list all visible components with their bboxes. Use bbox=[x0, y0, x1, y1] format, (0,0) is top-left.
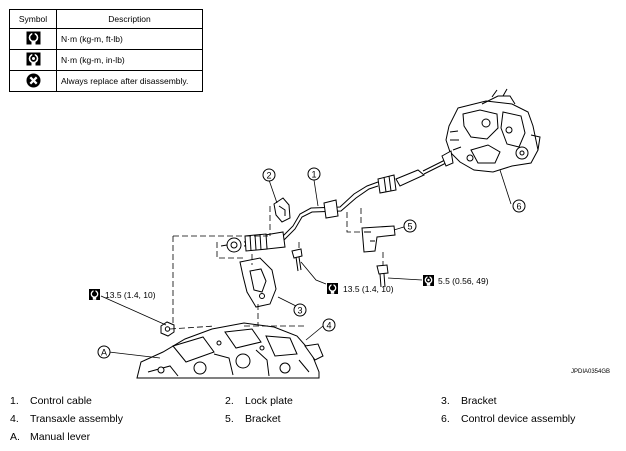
part-number: 4. bbox=[10, 413, 19, 425]
part-number: 2. bbox=[225, 395, 234, 407]
torque-wrench-icon bbox=[326, 282, 339, 295]
part-name: Bracket bbox=[461, 395, 497, 407]
part-number: A. bbox=[10, 431, 20, 443]
exploded-view-diagram: 1 2 3 4 5 6 A 13.5 (1.4, 10) 13.5 (1.4, … bbox=[88, 88, 541, 379]
torque-spec: 13.5 (1.4, 10) bbox=[88, 288, 156, 301]
callout-2: 2 bbox=[262, 168, 276, 182]
callout-label: 6 bbox=[516, 202, 521, 212]
legend-row: Always replace after disassembly. bbox=[9, 70, 203, 92]
always-replace-icon bbox=[26, 73, 40, 87]
parts-list-item: A. Manual lever bbox=[10, 431, 90, 443]
callout-label: 2 bbox=[266, 171, 271, 181]
parts-list-item: 3. Bracket bbox=[441, 395, 497, 407]
callout-5: 5 bbox=[403, 219, 417, 233]
part-name: Manual lever bbox=[30, 431, 91, 443]
bracket-5 bbox=[361, 225, 396, 253]
control-cable bbox=[220, 150, 454, 253]
callout-label: 4 bbox=[326, 321, 331, 331]
torque-value: 13.5 (1.4, 10) bbox=[105, 290, 156, 300]
part-number: 1. bbox=[10, 395, 19, 407]
part-name: Bracket bbox=[245, 413, 281, 425]
torque-wrench-icon bbox=[88, 288, 101, 301]
torque-wrench-inlb-icon bbox=[26, 52, 40, 66]
transaxle-assembly bbox=[136, 322, 324, 379]
bolt bbox=[376, 264, 389, 288]
symbol-legend-table: Symbol Description N·m (kg-m, ft-lb) N·m… bbox=[9, 9, 203, 92]
torque-wrench-inlb-icon bbox=[422, 274, 435, 287]
legend-header-row: Symbol Description bbox=[9, 9, 203, 29]
parts-list-item: 5. Bracket bbox=[225, 413, 281, 425]
parts-list-item: 2. Lock plate bbox=[225, 395, 293, 407]
alignment-lines bbox=[169, 206, 384, 330]
parts-list-item: 6. Control device assembly bbox=[441, 413, 575, 425]
leader-lines bbox=[100, 169, 512, 359]
torque-spec: 13.5 (1.4, 10) bbox=[326, 282, 394, 295]
callout-1: 1 bbox=[307, 167, 321, 181]
parts-list-item: 1. Control cable bbox=[10, 395, 92, 407]
legend-symbol-cell bbox=[9, 28, 57, 50]
callout-3: 3 bbox=[293, 303, 307, 317]
part-number: 6. bbox=[441, 413, 450, 425]
callout-label: 1 bbox=[311, 170, 316, 180]
callout-6: 6 bbox=[512, 199, 526, 213]
bracket-3 bbox=[239, 257, 277, 308]
part-name: Control cable bbox=[30, 395, 92, 407]
legend-row: N·m (kg-m, ft-lb) bbox=[9, 28, 203, 50]
callout-a: A bbox=[97, 345, 111, 359]
part-number: 5. bbox=[225, 413, 234, 425]
nut bbox=[160, 321, 175, 337]
part-name: Lock plate bbox=[245, 395, 293, 407]
torque-value: 5.5 (0.56, 49) bbox=[438, 276, 489, 286]
callout-label: 3 bbox=[297, 306, 302, 316]
callout-4: 4 bbox=[322, 318, 336, 332]
part-name: Control device assembly bbox=[461, 413, 576, 425]
callout-label: 5 bbox=[407, 222, 412, 232]
callout-label: A bbox=[101, 348, 107, 358]
bolt bbox=[291, 248, 303, 272]
torque-spec: 5.5 (0.56, 49) bbox=[422, 274, 489, 287]
lock-plate bbox=[273, 197, 291, 223]
part-name: Transaxle assembly bbox=[30, 413, 123, 425]
parts-list-item: 4. Transaxle assembly bbox=[10, 413, 123, 425]
control-device-assembly bbox=[445, 88, 541, 173]
part-number: 3. bbox=[441, 395, 450, 407]
legend-description: Always replace after disassembly. bbox=[56, 70, 203, 92]
diagram-code: JPDIA0354GB bbox=[571, 369, 611, 375]
torque-wrench-icon bbox=[26, 31, 40, 45]
torque-value: 13.5 (1.4, 10) bbox=[343, 284, 394, 294]
